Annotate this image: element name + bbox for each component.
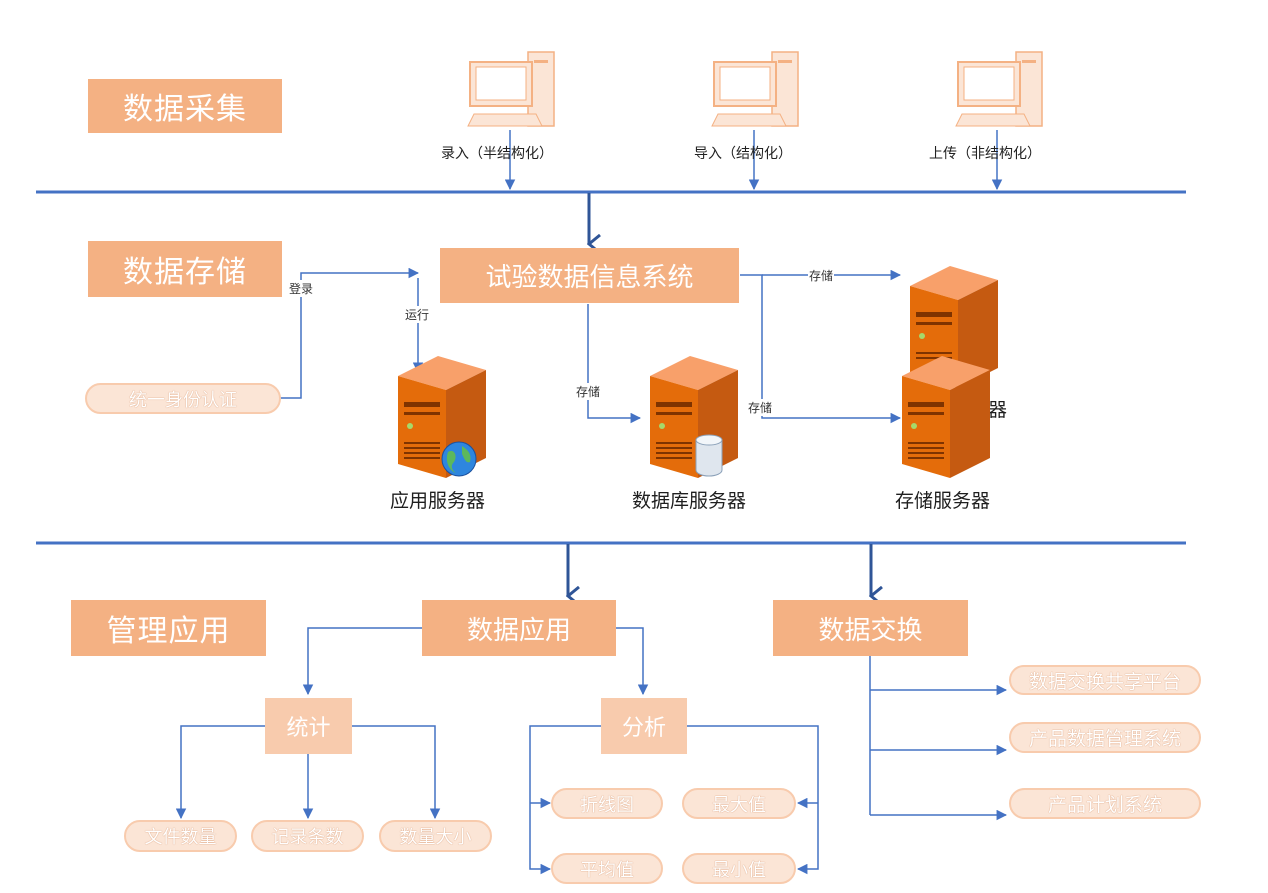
database-icon — [695, 434, 723, 477]
data-exchange: 数据交换 — [773, 600, 968, 656]
input-label-import: 导入（结构化） — [694, 146, 792, 162]
stat-file-count: 文件数量 — [124, 820, 237, 852]
section-data-collection: 数据采集 — [88, 79, 282, 133]
stat-record-count: 记录条数 — [251, 820, 364, 852]
exchange-target-planning: 产品计划系统 — [1009, 788, 1201, 819]
stats-box: 统计 — [265, 698, 352, 754]
analysis-max: 最大值 — [682, 788, 796, 819]
section-management: 管理应用 — [71, 600, 266, 656]
db-server-label: 数据库服务器 — [632, 490, 747, 512]
store-label-db: 存储 — [575, 383, 602, 400]
input-label-upload: 上传（非结构化） — [929, 146, 1041, 162]
hidden-server-label-fragment: 器 — [988, 399, 1008, 421]
analysis-line-chart: 折线图 — [551, 788, 663, 819]
analysis-average: 平均值 — [551, 853, 663, 884]
unified-auth: 统一身份认证 — [85, 383, 281, 414]
analysis-box: 分析 — [601, 698, 687, 754]
data-application: 数据应用 — [422, 600, 616, 656]
analysis-min: 最小值 — [682, 853, 796, 884]
run-label: 运行 — [404, 306, 431, 323]
server-icon — [650, 356, 738, 478]
test-data-system: 试验数据信息系统 — [440, 248, 739, 303]
server-icon — [902, 356, 990, 478]
exchange-target-sharing-platform: 数据交换共享平台 — [1009, 665, 1201, 695]
login-label: 登录 — [288, 280, 315, 297]
storage-server-label: 存储服务器 — [895, 490, 991, 512]
section-data-storage: 数据存储 — [88, 241, 282, 297]
computer-icon — [711, 51, 799, 127]
stat-size: 数量大小 — [379, 820, 492, 852]
app-server-label: 应用服务器 — [390, 490, 486, 512]
store-label-bottom: 存储 — [747, 399, 774, 416]
globe-icon — [441, 441, 477, 477]
store-label-top: 存储 — [808, 267, 835, 284]
exchange-target-pdm: 产品数据管理系统 — [1009, 722, 1201, 753]
input-label-entry: 录入（半结构化） — [441, 146, 553, 162]
computer-icon — [467, 51, 555, 127]
computer-icon — [955, 51, 1043, 127]
